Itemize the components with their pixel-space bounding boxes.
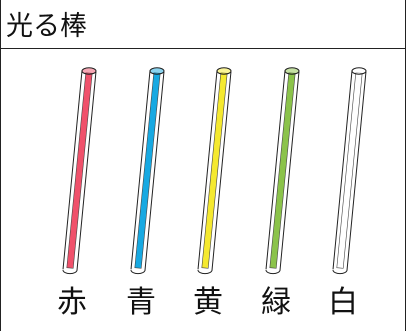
stick-label-blue: 青 xyxy=(126,285,156,320)
diagram-title: 光る棒 xyxy=(6,11,87,42)
glow-stick-red-top-cap xyxy=(81,67,97,75)
glow-stick-yellow-top-cap xyxy=(216,67,232,75)
glow-stick-red-tube-right xyxy=(76,71,97,271)
glow-stick-green xyxy=(265,67,300,275)
glow-stick-yellow-bottom-cap xyxy=(197,269,213,275)
glow-stick-red-tube-left xyxy=(62,70,83,270)
glow-stick-white-bottom-cap xyxy=(332,269,348,275)
glow-stick-yellow xyxy=(197,67,232,275)
glow-stick-blue-top-cap xyxy=(149,67,165,75)
glow-stick-blue-tube-left xyxy=(130,70,151,270)
glow-stick-blue xyxy=(130,67,165,275)
glow-stick-green-tube-left xyxy=(265,70,286,270)
glow-stick-yellow-tube-right xyxy=(211,71,232,271)
glow-stick-green-top-cap xyxy=(284,67,300,75)
glow-stick-white-tube-right xyxy=(346,71,367,271)
stick-label-red: 赤 xyxy=(57,285,87,320)
glow-stick-white-tube-left xyxy=(332,70,353,270)
glow-stick-red xyxy=(62,67,97,275)
glow-stick-blue-bottom-cap xyxy=(130,269,146,275)
glow-stick-white xyxy=(332,67,367,275)
glow-stick-yellow-tube-left xyxy=(197,70,218,270)
glow-stick-blue-tube-right xyxy=(144,71,165,271)
stick-label-yellow: 黄 xyxy=(193,285,223,320)
sticks-layer xyxy=(62,67,367,275)
glow-stick-red-bottom-cap xyxy=(62,269,78,275)
stick-label-green: 緑 xyxy=(261,285,291,320)
glow-stick-green-tube-right xyxy=(279,71,300,271)
glow-stick-white-top-cap xyxy=(351,67,367,75)
glow-stick-green-bottom-cap xyxy=(265,269,281,275)
stick-label-white: 白 xyxy=(328,285,358,320)
